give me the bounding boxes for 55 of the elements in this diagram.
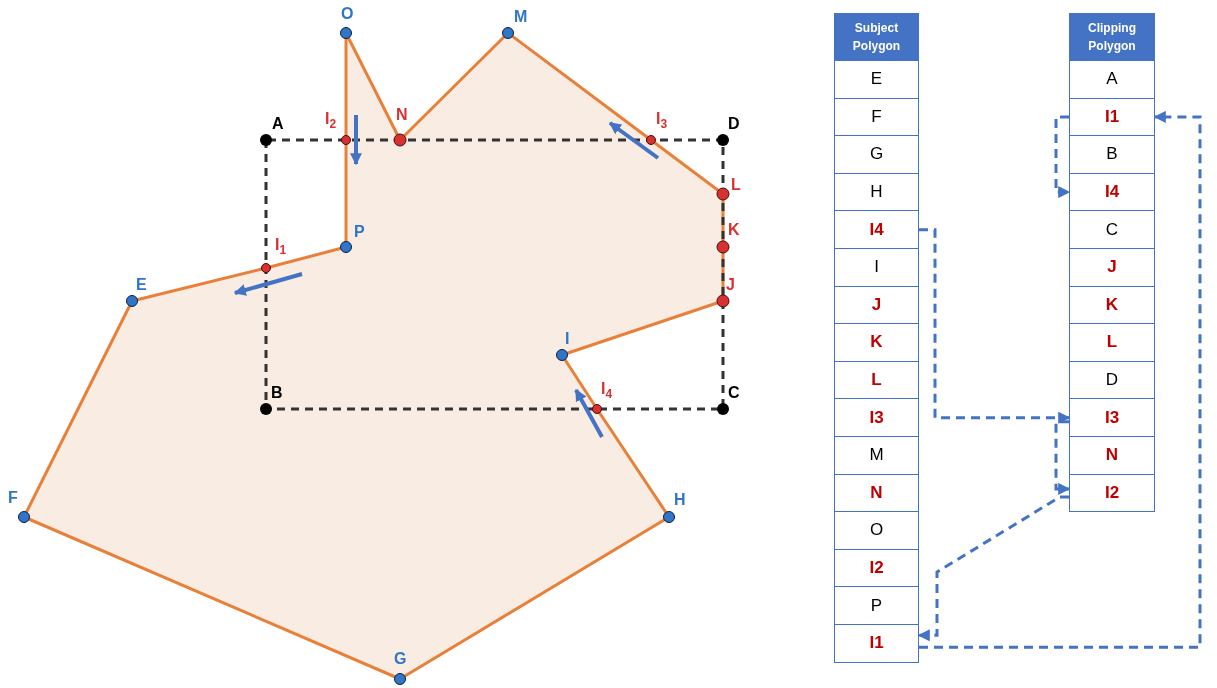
table-cell: K [1069, 285, 1155, 325]
vertex-label: C [728, 384, 740, 402]
table-cell: I1 [834, 624, 919, 663]
table-cell: E [834, 60, 919, 99]
table-cell: B [1069, 135, 1155, 174]
table-cell: G [834, 135, 919, 174]
vertex-label: I$_{3}$ [656, 110, 668, 133]
vertex-label: H [674, 491, 686, 509]
table-header: Clipping Polygon [1069, 13, 1155, 60]
vertex-label: B [271, 384, 283, 402]
vertex-label: I$_{4}$ [601, 380, 613, 403]
vertex-label: F [8, 489, 18, 507]
table-header: Subject Polygon [834, 13, 919, 60]
vertex-label: L [731, 176, 741, 194]
table-cell: D [1069, 360, 1155, 400]
table-cell: I3 [1069, 398, 1155, 437]
vertex-label: J [726, 276, 735, 294]
arrow [919, 228, 1071, 424]
vertex-label: O [341, 5, 354, 23]
vertex-label: P [354, 223, 365, 241]
arrow [919, 110, 1202, 649]
table-cell: J [834, 285, 919, 325]
vertex-label: K [728, 221, 740, 239]
vertex-label: M [514, 8, 528, 26]
vertex-label: E [136, 276, 147, 294]
table-cell: I1 [1069, 97, 1155, 137]
table-cell: L [834, 360, 919, 400]
table-cell: P [834, 586, 919, 625]
arrow [1054, 420, 1071, 495]
table-cell: I4 [1069, 172, 1155, 212]
vertex-label: I$_{1}$ [275, 236, 287, 259]
arrow [917, 495, 1069, 642]
table-cell: N [1069, 436, 1155, 475]
vertex-label: D [728, 115, 740, 133]
table-cell: N [834, 473, 919, 513]
vertex-label: G [394, 650, 407, 668]
vertex-label: I$_{2}$ [325, 110, 337, 133]
table-cell: I2 [834, 548, 919, 588]
table-cell: F [834, 97, 919, 137]
table-cell: I2 [1069, 473, 1155, 513]
table-cell: I3 [834, 398, 919, 437]
table-cell: L [1069, 323, 1155, 362]
table-cell: I [834, 248, 919, 287]
table-cell: O [834, 511, 919, 550]
table-cell: M [834, 436, 919, 475]
vertex-label: I [565, 330, 570, 348]
table-cell: K [834, 323, 919, 362]
vertex-label: N [396, 106, 408, 124]
table-cell: A [1069, 60, 1155, 99]
table-cell: J [1069, 248, 1155, 287]
table-cell: H [834, 172, 919, 212]
vertex-label: A [272, 115, 284, 133]
arrow [1054, 115, 1071, 199]
table-cell: I4 [834, 210, 919, 249]
table-cell: C [1069, 210, 1155, 249]
